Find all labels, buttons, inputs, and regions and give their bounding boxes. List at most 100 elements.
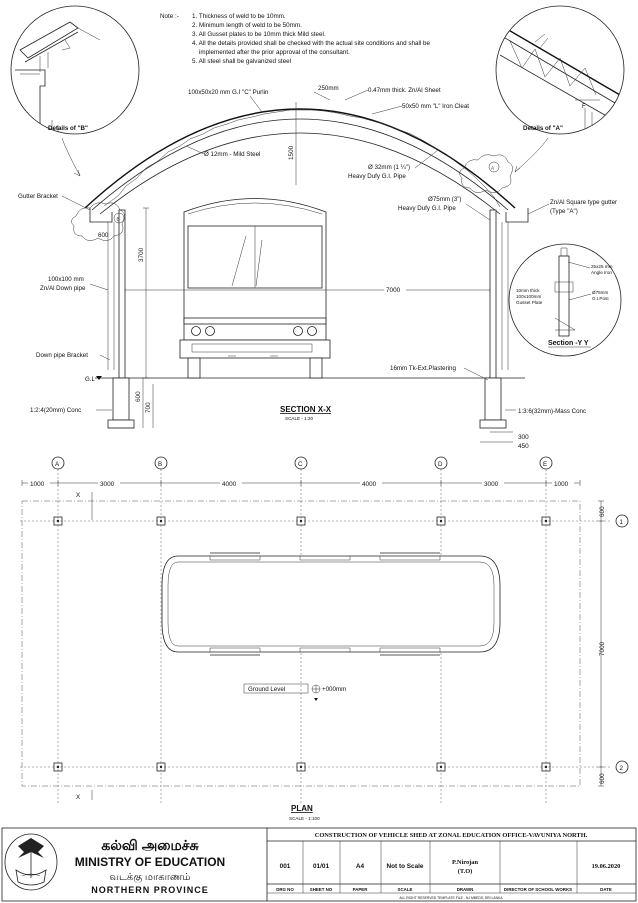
ministry-tamil: கல்வி அமைச்சு: [101, 837, 199, 853]
detail-b-circle: Details of "B": [10, 5, 140, 177]
pipe32-label: Ø 32mm (1 ¼"): [368, 164, 410, 171]
truss-web: [103, 109, 501, 208]
dim-3700: 3700: [138, 247, 145, 262]
down-pipe-bracket-label: Down pipe Bracket: [36, 352, 88, 359]
svg-text:A: A: [491, 166, 495, 171]
grid-bubbles-columns: A B C D E: [51, 456, 553, 470]
dim-300: 300: [518, 434, 529, 441]
gutter-a-type: (Type "A"): [550, 208, 578, 215]
hdr-director: DIRECTOR OF SCHOOL WORKS: [504, 887, 572, 892]
detail-b-label: Details of "B": [48, 125, 88, 132]
note-5: 5. All steel shall be galvanized steel: [192, 58, 291, 65]
right-footing: [484, 377, 502, 421]
yy-post-label: Ø75mm: [592, 290, 609, 295]
ground-level-tag: [243, 683, 309, 694]
plan-dim-6: 1000: [554, 481, 569, 488]
yy-gusset-label-3: Gusset Plate: [516, 300, 543, 305]
svg-text:B: B: [117, 217, 120, 222]
gutter-bracket-label: Gutter Bracket: [18, 193, 58, 200]
bus-plan-view: [161, 552, 501, 656]
left-column: [118, 209, 126, 379]
bus-front-view: [179, 198, 331, 379]
roof-outline: [21, 500, 581, 787]
footer-text: ALL RIGHT RESERVED TEMPLATE FILE - NJ MB…: [399, 896, 503, 900]
date-value: 19.06.2020: [592, 863, 621, 870]
plan-side-dim-1: 600: [599, 506, 606, 517]
sheet-label: 0.47mm thick. Zn/Al Sheet: [368, 87, 441, 94]
svg-text:2: 2: [620, 765, 624, 772]
mild-steel-label: Ø 12mm - Mild Steel: [204, 151, 260, 158]
conc-left-label: 1:2:4(20mm) Conc: [30, 407, 81, 414]
drg-no-value: 001: [280, 863, 291, 870]
conc-right-label: 1:3:6(32mm)-Mass Conc: [518, 408, 586, 415]
truss-top-chord: [91, 118, 509, 211]
pipe75-label-2: Heavy Dufy G.I. Pipe: [398, 205, 456, 212]
plan-side-dim-3: 600: [599, 773, 606, 784]
detail-b-cloud: [71, 202, 125, 241]
detail-a-label: Details of "A": [523, 125, 563, 132]
dim-250mm: 250mm: [318, 85, 339, 92]
note-4: 4. All the details provided shall be che…: [192, 40, 431, 47]
svg-text:A: A: [55, 461, 60, 468]
yy-post-label-2: G.I.Post: [592, 296, 609, 301]
plan-scale: SCALE - 1:100: [289, 816, 320, 821]
note-2: 2. Minimum length of weld to be 50mm.: [192, 22, 302, 29]
ground-level-value: +000mm: [322, 686, 346, 693]
truss-bottom-chord: [99, 132, 501, 215]
dim-1500: 1500: [288, 145, 295, 160]
plan-drawing: A B C D E 1000 3000 4000 4000 3000 1000: [20, 456, 629, 821]
note-3: 3. All Gusset plates to be 10mm thick Mi…: [192, 31, 326, 38]
section-xx-scale: SCALE - 1:20: [285, 416, 314, 421]
roof-sheet-arc: [84, 108, 516, 209]
drawn-value: P.Nirojan: [452, 859, 479, 866]
gl-label: G.L: [85, 376, 96, 383]
pipe75-label: Ø75mm (3"): [428, 196, 461, 203]
paper-value: A4: [356, 863, 365, 870]
title-block: கல்வி அமைச்சு MINISTRY OF EDUCATION வடக்…: [1, 827, 637, 902]
dim-700-footing: 700: [145, 402, 152, 413]
plan-dim-2: 3000: [100, 481, 115, 488]
dim-600-footing: 600: [135, 391, 142, 402]
plan-posts: [53, 516, 551, 772]
notes-heading: Note :-: [160, 13, 179, 20]
dim-600-gutter: 600: [98, 232, 109, 239]
hdr-sheet-no: SHEET NO: [310, 887, 333, 892]
ministry-name: MINISTRY OF EDUCATION: [75, 855, 225, 869]
cut-marker-bottom: X: [76, 794, 80, 801]
section-xx-title: SECTION X-X: [280, 405, 332, 414]
hdr-drawn: DRAWN: [457, 887, 474, 892]
drawn-title: (T.O): [458, 868, 473, 875]
grid-bubble-row-1: [615, 514, 629, 528]
hdr-date: DATE: [600, 887, 612, 892]
detail-a-marker-f: F: [582, 103, 586, 110]
pipe32-label-2: Heavy Dufy G.I. Pipe: [348, 173, 406, 180]
plan-dim-4: 4000: [362, 481, 377, 488]
sheet-no-value: 01/01: [313, 863, 329, 870]
section-yy-circle: 25x25 mm Angle Iron 10mm thick 100x100mm…: [508, 243, 622, 357]
plaster-label: 16mm Tk-Ext.Plastering: [390, 365, 456, 372]
cut-marker-top: X: [76, 492, 80, 499]
hdr-paper: PAPER: [353, 887, 369, 892]
plan-dim-3: 4000: [222, 481, 237, 488]
note-1: 1. Thickness of weld to be 10mm.: [192, 13, 286, 20]
gutter-a-label: Zn/Al Square type gutter: [550, 199, 617, 206]
yy-angle-label-2: Angle Iron: [591, 270, 612, 275]
svg-text:D: D: [438, 461, 443, 468]
province-tamil: வடக்கு மாகாணம்: [109, 872, 190, 884]
section-xx-drawing: 3700 1500 7000 250mm 100x50x20 mm G.I "C…: [18, 85, 617, 450]
project-title: CONSTRUCTION OF VEHICLE SHED AT ZONAL ED…: [315, 832, 588, 839]
svg-text:B: B: [158, 461, 162, 468]
yy-gusset-label-2: 100x100mm: [516, 294, 541, 299]
svg-text:E: E: [543, 461, 547, 468]
ground-level-label: Ground Level: [248, 686, 285, 693]
grid-bubble-row-2: [615, 760, 629, 774]
plan-side-dim-2: 7000: [599, 641, 606, 656]
svg-text:1: 1: [620, 519, 624, 526]
hdr-drg-no: DRG NO: [276, 887, 294, 892]
yy-angle-label: 25x25 mm: [591, 264, 613, 269]
detail-a-circle: F Details of "A": [495, 5, 625, 173]
hdr-scale: SCALE: [398, 887, 413, 892]
down-pipe-label-2: Zn/Al Down pipe: [40, 285, 86, 292]
yy-gusset-label: 10mm thick: [516, 288, 540, 293]
svg-text:C: C: [298, 461, 303, 468]
